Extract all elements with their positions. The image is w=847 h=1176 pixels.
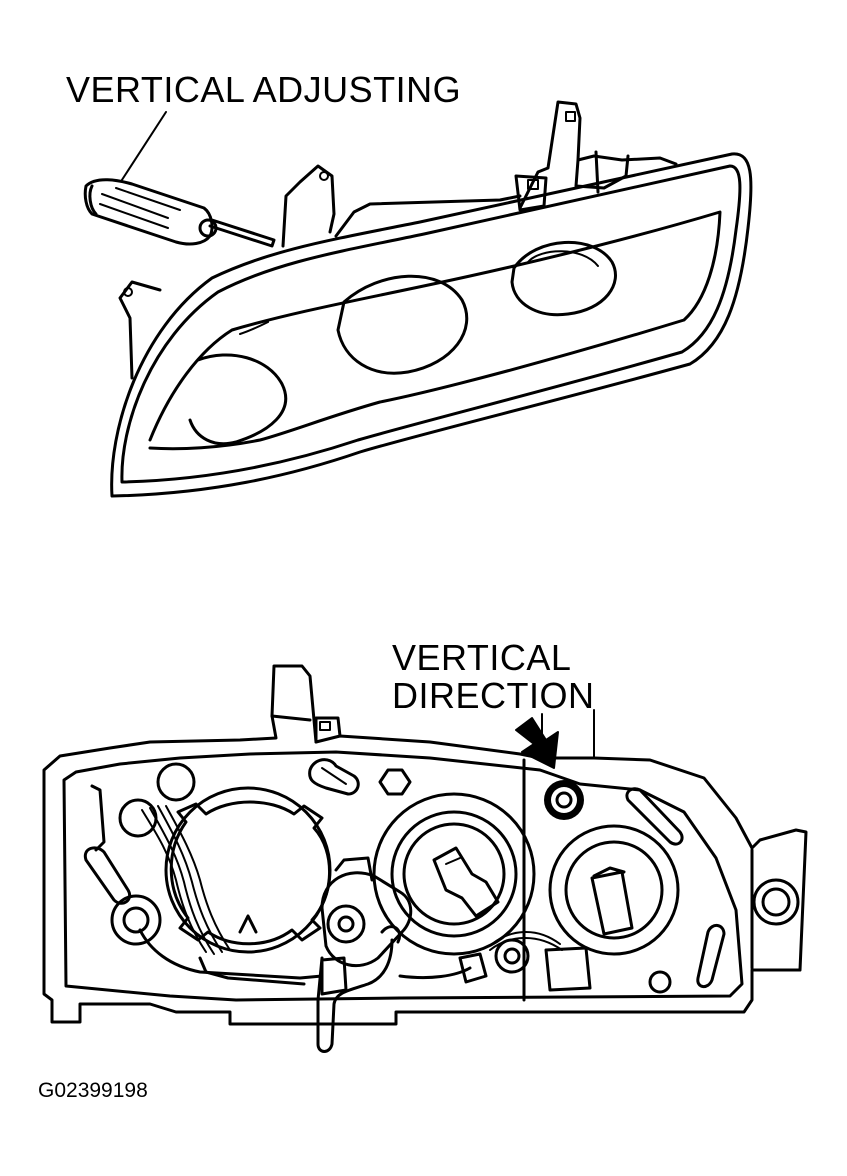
bulb-socket-center-ring [390, 810, 518, 938]
harness-loop [316, 938, 394, 1053]
headlamp-front-view [110, 100, 753, 498]
lens-outer-outline [110, 152, 753, 498]
reflector-left [188, 353, 288, 446]
housing-outer-outline [42, 664, 808, 1026]
small-bulb [503, 947, 521, 965]
mounting-tab-small [514, 174, 548, 212]
wire [165, 805, 231, 951]
leveling-unit [320, 871, 413, 968]
leveling-unit-clip [380, 925, 401, 944]
wire [141, 809, 207, 953]
harness-right [398, 966, 472, 980]
wire [157, 805, 223, 953]
fixture-round-left [156, 762, 196, 802]
clip-hole [319, 721, 331, 731]
harness-connector [320, 956, 348, 996]
reflector-center [336, 274, 469, 375]
side-mount-hole [761, 887, 791, 917]
slot-left [83, 846, 131, 905]
tab-hole [123, 287, 133, 297]
slot-right-upper [625, 787, 684, 846]
slot-fixture-detail [321, 767, 347, 785]
slot-fixture [308, 758, 360, 796]
connector-block-right [544, 946, 592, 992]
bulb-socket-right-outer [548, 824, 680, 956]
slot-right-lower [696, 924, 726, 988]
grommet-left-outer [110, 894, 162, 946]
harness-lower-2 [198, 956, 306, 986]
rear-housing-block [574, 154, 630, 190]
bulb-connector-right [590, 870, 634, 936]
screwdriver-icon [83, 178, 276, 248]
mounting-tab-lower [118, 280, 162, 380]
grommet-upper [118, 798, 158, 838]
vertical-adjusting-label: VERTICAL ADJUSTING [66, 69, 462, 110]
figure-code: G02399198 [38, 1079, 148, 1102]
wire [149, 807, 215, 955]
side-mount-ring [752, 878, 800, 926]
harness-connector-right [458, 952, 488, 984]
bezel-detail [239, 321, 269, 335]
small-boss [648, 970, 672, 994]
bulb-connector-center [432, 846, 500, 918]
bulb-connector-right-top [592, 866, 626, 878]
headlamp-rear-view [42, 664, 808, 1053]
leveling-unit-hub [337, 915, 355, 933]
connector-detail [445, 857, 461, 865]
wire [491, 930, 561, 945]
mounting-tab-left [281, 164, 336, 248]
top-tab-edge [270, 714, 312, 722]
wire [489, 937, 563, 951]
arrow-icon [515, 717, 559, 769]
rear-housing-edge [594, 150, 600, 194]
reflector-right-inner [527, 250, 599, 267]
tab-hole [319, 171, 329, 181]
top-clip [314, 716, 342, 744]
reflector-right [510, 241, 617, 317]
bulb-socket-center-inner [402, 822, 506, 926]
leveling-unit-ring [326, 904, 366, 944]
bulb-socket-center-outer [372, 792, 536, 956]
bulb-cap-large [169, 800, 331, 946]
adjuster-screw-icon [544, 780, 584, 820]
housing-inner-outline [62, 750, 744, 1002]
bulb-cap-large-outer [164, 786, 332, 954]
lens-inner-outline [120, 164, 742, 484]
bezel-line [148, 210, 722, 451]
vertical-adjusting-leader-line [117, 111, 167, 187]
tab-hole [565, 111, 576, 122]
bulb-cap-notch [238, 914, 258, 934]
vertical-direction-label-line2: DIRECTION [392, 675, 595, 716]
hex-bolt [378, 768, 412, 796]
vertical-direction-label-line1: VERTICAL [392, 637, 572, 678]
housing-top-edge [334, 194, 522, 238]
mounting-tab-right [518, 100, 678, 210]
leveling-unit-top [334, 856, 374, 882]
tab-hole [527, 179, 539, 190]
grommet-left-inner [122, 906, 150, 934]
bulb-socket-right-inner [564, 840, 664, 940]
housing-rib-left [90, 784, 106, 852]
harness-lower [138, 928, 324, 980]
